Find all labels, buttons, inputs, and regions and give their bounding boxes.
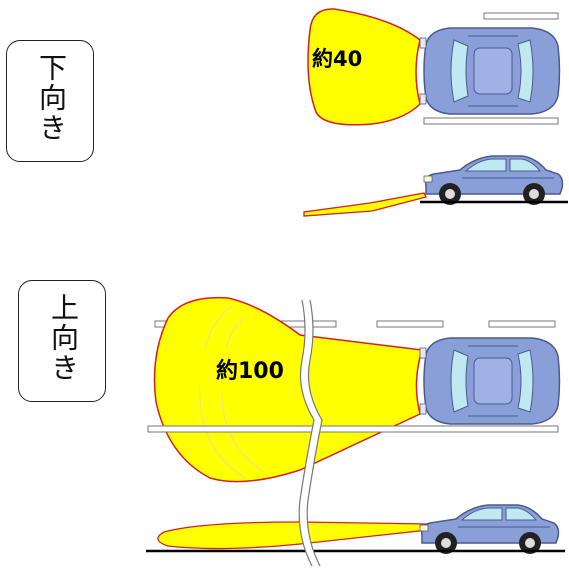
high-beam-label: 上向き (47, 293, 80, 383)
car-side-view-icon (423, 155, 564, 206)
low-beam-distance: 約40 (312, 47, 362, 71)
lane-line (483, 12, 559, 20)
car-side-view-icon (419, 504, 560, 555)
distance-break-line (299, 299, 323, 568)
high-beam-label-box: 上向き (18, 280, 106, 402)
low-beam-label: 下向き (35, 53, 68, 143)
lane-line (423, 117, 559, 125)
lane-line (147, 425, 559, 433)
car-top-view-icon (419, 27, 561, 115)
low-beam-label-box: 下向き (6, 40, 94, 162)
distance-break-line (298, 299, 315, 567)
car-top-view-icon (419, 337, 561, 425)
high-beam-side-pattern (157, 521, 429, 550)
distance-break-line (306, 299, 323, 567)
lane-line (376, 320, 444, 328)
low-beam-side-pattern (303, 192, 427, 217)
high-beam-distance: 約100 (216, 358, 284, 384)
lane-line (488, 320, 556, 328)
